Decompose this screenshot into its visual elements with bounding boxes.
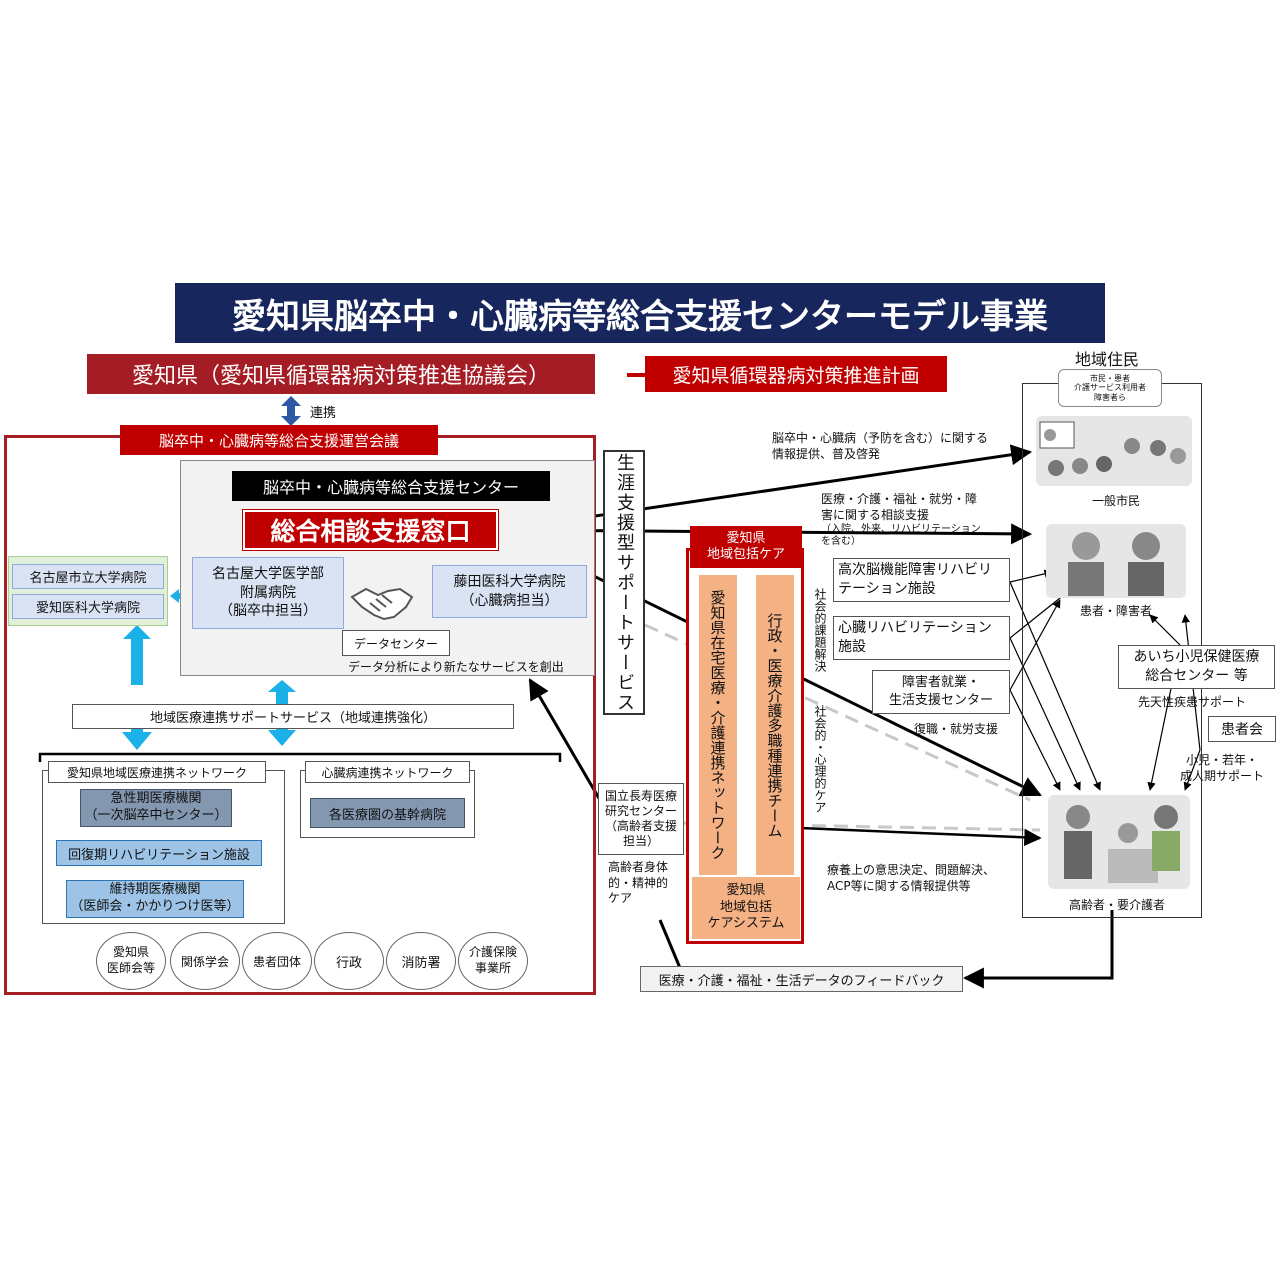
handshake-icon	[348, 576, 416, 626]
acute-care-box: 急性期医療機関 （一次脳卒中センター）	[80, 789, 232, 827]
consult-window: 総合相談支援窓口	[242, 509, 499, 551]
patients-illustration-icon	[1046, 524, 1186, 598]
renkei-label: 連携	[310, 406, 337, 421]
employment-support-center: 障害者就業・ 生活支援センター	[872, 670, 1010, 714]
center-title: 脳卒中・心臓病等総合支援センター	[232, 471, 550, 501]
ncgg-box: 国立長寿医療 研究センター （高齢者支援 担当）	[598, 783, 684, 855]
age-support-label: 小児・若年・ 成人期サポート	[1180, 753, 1265, 783]
care-column-home-medical: 愛知県在宅医療・介護連携ネットワーク	[699, 575, 737, 875]
member-circle-administration: 行政	[314, 932, 384, 990]
council-label: 脳卒中・心臓病等総合支援運営会議	[120, 425, 438, 455]
brain-rehab-facility: 高次脳機能障害リハビリ テーション施設	[833, 558, 1010, 602]
hospital-aichi-medical: 愛知医科大学病院	[12, 594, 164, 619]
renkei-arrow	[281, 396, 301, 426]
maintenance-care-box: 維持期医療機関 （医師会・かかりつけ医等）	[66, 880, 244, 918]
patients-label: 患者・障害者	[1079, 603, 1152, 618]
member-circle-medical-assoc: 愛知県 医師会等	[96, 932, 166, 990]
data-center-note: データ分析により新たなサービスを創出	[348, 660, 564, 674]
social-psych-label: 社会的・心理的ケア	[813, 705, 827, 813]
prefecture-banner: 愛知県（愛知県循環器病対策推進協議会）	[87, 354, 595, 394]
member-circle-care-providers: 介護保険 事業所	[458, 932, 528, 990]
network-bracket	[38, 752, 562, 762]
info-consult-text: 医療・介護・福祉・就労・障 害に関する相談支援	[821, 492, 978, 522]
regional-support-service: 地域医療連携サポートサービス（地域連携強化）	[72, 704, 514, 729]
nagoya-univ-hospital: 名古屋大学医学部 附属病院 （脳卒中担当）	[192, 557, 344, 629]
page-title: 愛知県脳卒中・心臓病等総合支援センターモデル事業	[175, 283, 1105, 343]
care-header: 愛知県 地域包括ケア	[690, 526, 802, 568]
congenital-support-label: 先天性疾患サポート	[1138, 695, 1247, 709]
network2-title: 心臓病連携ネットワーク	[305, 761, 470, 783]
elderly-illustration-icon	[1048, 795, 1190, 889]
citizens-illustration-icon	[1036, 416, 1192, 486]
dashed-line-2	[679, 821, 1041, 832]
data-center-box: データセンター	[342, 630, 450, 656]
info-awareness-text: 脳卒中・心臓病（予防を含む）に関する 情報提供、普及啓発	[772, 431, 989, 462]
cardiac-rehab-facility: 心臓リハビリテーション 施設	[833, 616, 1010, 660]
arrow-care-elderly	[799, 826, 1042, 847]
lifelong-support-service: 生涯支援型サポートサービス	[603, 450, 645, 715]
fujita-hospital: 藤田医科大学病院 （心臓病担当）	[432, 565, 587, 618]
patient-association: 患者会	[1208, 716, 1276, 742]
recovery-rehab-box: 回復期リハビリテーション施設	[56, 840, 262, 866]
member-circle-fire-dept: 消防署	[386, 932, 456, 990]
line-ncgg-down	[658, 919, 682, 969]
elderly-care-label: 高齢者身体 的・精神的 ケア	[608, 860, 669, 906]
social-issue-label: 社会的課題解決	[813, 588, 827, 672]
work-support-label: 復職・就労支援	[914, 722, 999, 736]
info-consult-subtext: （入院、外来、リハビリテーション を含む）	[821, 524, 981, 547]
residents-subtitle: 市民・患者 介護サービス利用者 障害者ら	[1058, 369, 1162, 407]
decision-support-text: 療養上の意思決定、問題解決、 ACP等に関する情報提供等	[827, 863, 996, 894]
citizen-label: 一般市民	[1091, 493, 1140, 508]
arrow-feedback	[962, 910, 1114, 989]
feedback-box: 医療・介護・福祉・生活データのフィードバック	[640, 966, 963, 992]
member-circle-societies: 関係学会	[170, 932, 240, 990]
network1-title: 愛知県地域医療連携ネットワーク	[48, 761, 266, 783]
plan-banner: 愛知県循環器病対策推進計画	[645, 356, 947, 392]
child-health-center: あいち小児保健医療 総合センター 等	[1118, 645, 1275, 689]
care-column-multidisciplinary: 行政・医療介護多職種連携チーム	[756, 575, 794, 875]
elderly-label: 高齢者・要介護者	[1068, 897, 1165, 912]
core-hospitals-box: 各医療圏の基幹病院	[310, 798, 465, 828]
residents-title: 地域住民	[1074, 350, 1139, 369]
arrow-ncgg-center	[528, 678, 602, 801]
care-system-box: 愛知県 地域包括 ケアシステム	[692, 877, 800, 939]
hospital-nagoya-city: 名古屋市立大学病院	[12, 564, 164, 589]
plan-connector	[627, 373, 645, 377]
member-circle-patient-groups: 患者団体	[242, 932, 312, 990]
